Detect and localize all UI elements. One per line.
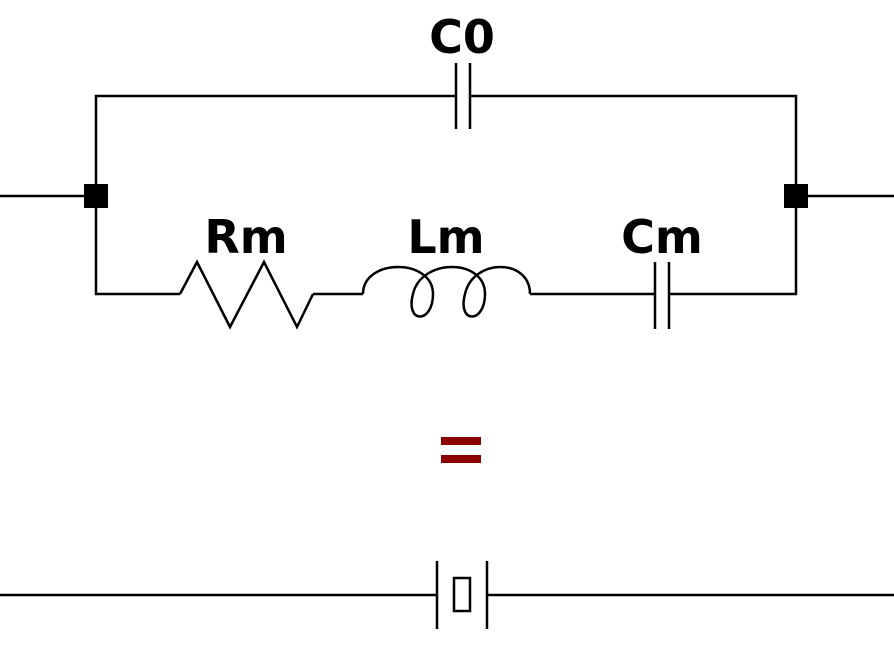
right-junction-node: [784, 184, 808, 208]
lm-label: Lm: [407, 210, 484, 264]
cm-label: Cm: [621, 210, 703, 264]
bottom-branch-left-wire: [94, 208, 180, 296]
c0-label: C0: [429, 10, 495, 64]
cm-capacitor: [653, 262, 671, 329]
bottom-branch-right-wire: [669, 208, 798, 296]
equals-sign: [441, 437, 481, 463]
crystal-body: [452, 576, 472, 613]
crystal-resonator-symbol: [435, 561, 489, 629]
rm-resistor: [178, 259, 315, 330]
left-junction-node: [84, 184, 108, 208]
top-branch-right-wire: [470, 94, 798, 184]
equals-sign-top-bar: [441, 437, 481, 445]
lm-inductor: [361, 265, 532, 318]
equals-sign-bottom-bar: [441, 455, 481, 463]
top-branch-left-wire: [94, 94, 456, 184]
rm-label: Rm: [204, 210, 287, 264]
c0-capacitor: [454, 63, 472, 129]
